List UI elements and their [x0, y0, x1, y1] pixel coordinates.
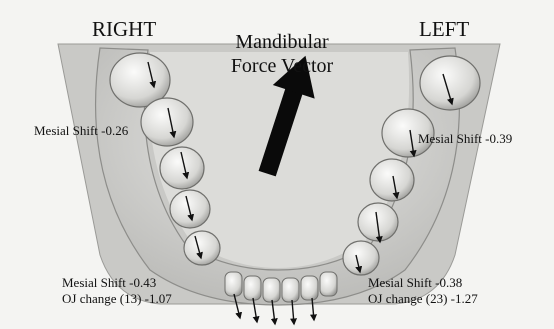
incisor-6 [320, 272, 337, 296]
force-vector-title-line2: Force Vector [220, 56, 344, 77]
tooth-l3 [370, 159, 414, 201]
incisor-2 [244, 276, 261, 300]
left-label: LEFT [419, 18, 469, 40]
incisor-4 [282, 278, 299, 302]
right-label: RIGHT [92, 18, 156, 40]
annotation-left-lower-oj: OJ change (23) -1.27 [368, 292, 478, 306]
tooth-l5 [343, 241, 379, 275]
force-vector-title-line1: Mandibular [222, 32, 342, 53]
annotation-right-lower-shift: Mesial Shift -0.43 [62, 276, 156, 290]
incisor-3 [263, 278, 280, 302]
annotation-left-lower-shift: Mesial Shift -0.38 [368, 276, 462, 290]
tooth-r5 [184, 231, 220, 265]
incisor-5 [301, 276, 318, 300]
tooth-l1 [420, 56, 480, 110]
tooth-r4 [170, 190, 210, 228]
incisor-1 [225, 272, 242, 296]
annotation-right-upper: Mesial Shift -0.26 [34, 124, 128, 138]
annotation-left-upper: Mesial Shift -0.39 [418, 132, 512, 146]
tooth-r2 [141, 98, 193, 146]
annotation-right-lower-oj: OJ change (13) -1.07 [62, 292, 172, 306]
